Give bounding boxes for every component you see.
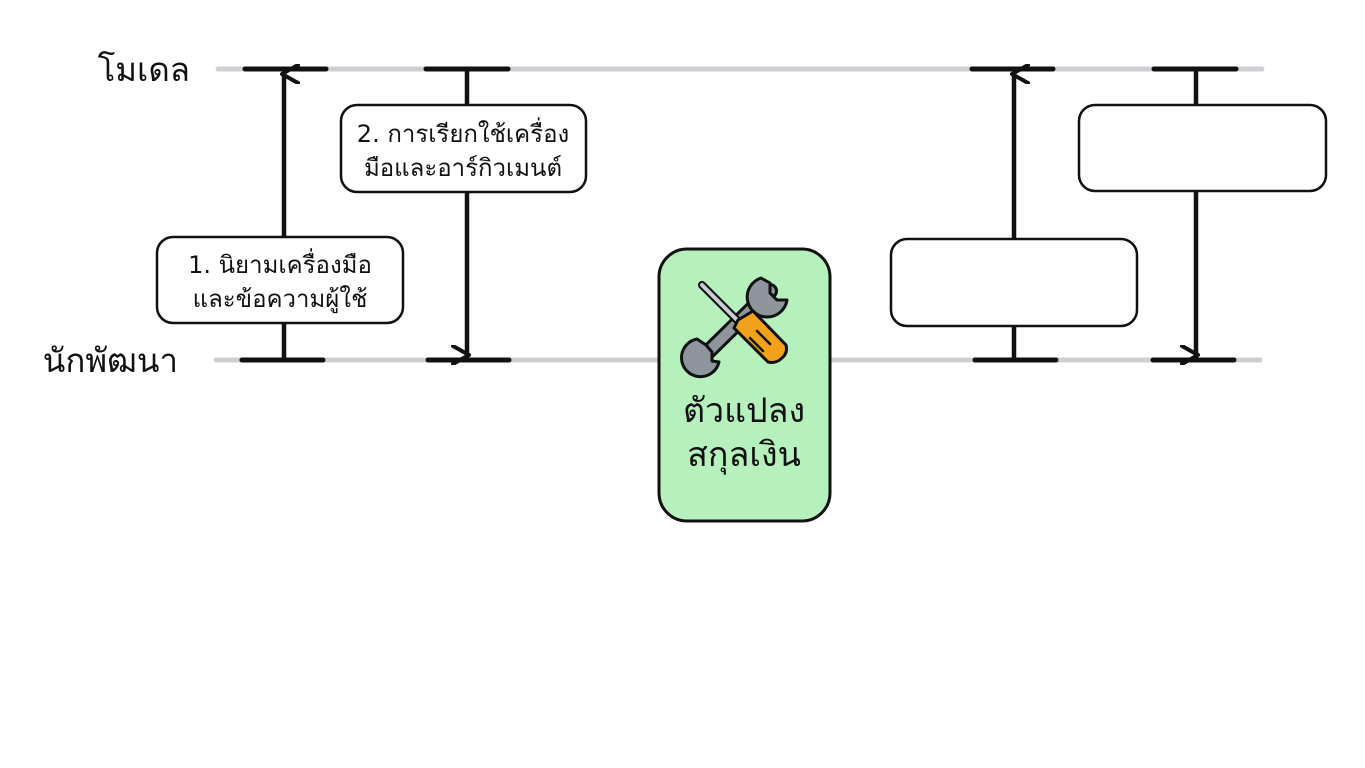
step4-box xyxy=(1077,103,1328,193)
step2-label-line2: มือและอาร์กิวเมนต์ xyxy=(364,154,562,182)
wrench-screwdriver-icon xyxy=(680,276,789,379)
tool-card-label-line2: สกุลเงิน xyxy=(687,435,801,475)
step1-box: 1. นิยามเครื่องมือ และข้อความผู้ใช้ xyxy=(155,235,405,325)
step1-label-line2: และข้อความผู้ใช้ xyxy=(193,285,368,314)
step2-label-line1: 2. การเรียกใช้เครื่อง xyxy=(357,117,569,148)
step2-box: 2. การเรียกใช้เครื่อง มือและอาร์กิวเมนต์ xyxy=(339,103,588,194)
step3-box xyxy=(889,237,1139,328)
currency-converter-card: ตัวแปลง สกุลเงิน xyxy=(657,247,832,523)
screwdriver-icon xyxy=(698,281,788,364)
lane-label-model: โมเดล xyxy=(98,50,190,89)
tool-card-label-line1: ตัวแปลง xyxy=(683,391,805,431)
lane-label-developer: นักพัฒนา xyxy=(43,341,178,380)
step1-label-line1: 1. นิยามเครื่องมือ xyxy=(188,248,372,279)
